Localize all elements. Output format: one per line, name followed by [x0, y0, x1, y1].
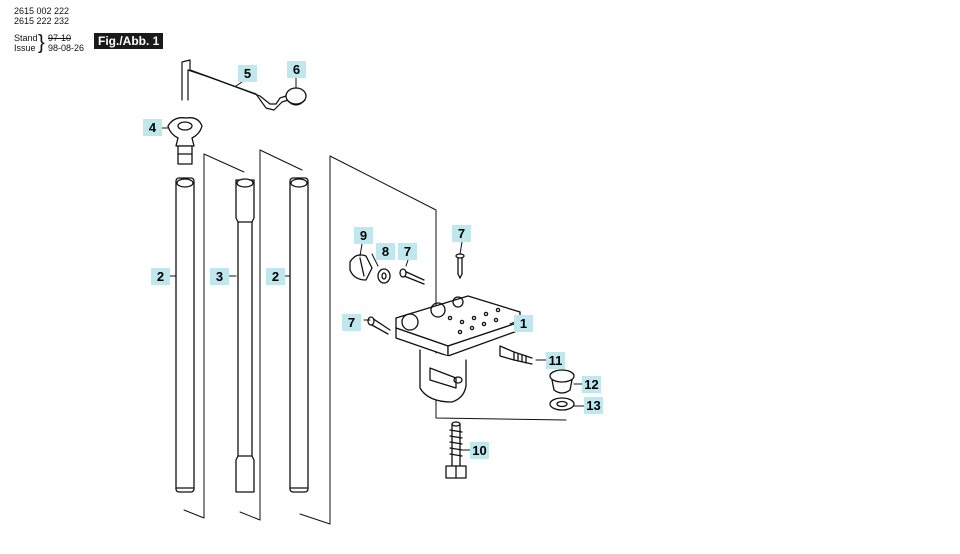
callout-7-top: 7 [398, 243, 417, 260]
callout-2-right: 2 [266, 268, 285, 285]
callout-5: 5 [238, 65, 257, 82]
bolt-part-10 [445, 421, 467, 479]
callout-12: 12 [582, 376, 601, 393]
leader-lines [157, 77, 587, 451]
callout-8: 8 [376, 243, 395, 260]
callout-7-right: 7 [452, 225, 471, 242]
knob-part-4 [167, 117, 203, 165]
bolt-part-11 [499, 345, 533, 365]
stand-label: Stand [14, 33, 38, 43]
callout-3: 3 [210, 268, 229, 285]
callout-13: 13 [584, 397, 603, 414]
part-number-2: 2615 222 232 [14, 16, 70, 26]
callout-4: 4 [143, 119, 162, 136]
callout-6: 6 [287, 61, 306, 78]
issue-label: Issue [14, 43, 36, 53]
base-plate-part-1 [395, 295, 521, 403]
washer-part-8 [377, 268, 391, 284]
revision-date: 98-08-26 [48, 43, 85, 53]
callout-2-left: 2 [151, 268, 170, 285]
screw-part-7-a [399, 268, 425, 285]
rod-part-2-right [289, 177, 309, 493]
callout-9: 9 [354, 227, 373, 244]
callout-11: 11 [546, 352, 565, 369]
brace-icon: } [38, 32, 45, 54]
revision-block: 97-10 98-08-26 [48, 33, 84, 53]
bent-rod-part-5 [181, 59, 289, 111]
screw-part-7-c [455, 253, 465, 279]
part-number-block: 2615 002 222 2615 222 232 [14, 6, 69, 26]
stand-issue-labels: Stand Issue [14, 33, 44, 53]
cap-part-6 [285, 87, 307, 106]
figure-tag: Fig./Abb. 1 [94, 33, 164, 49]
washer-part-13 [549, 397, 575, 411]
callout-7-left: 7 [342, 314, 361, 331]
rod-part-3 [235, 178, 255, 493]
revision-old: 97-10 [48, 33, 72, 43]
cap-part-12 [549, 369, 575, 394]
wing-nut-part-9 [349, 254, 373, 281]
callout-10: 10 [470, 442, 489, 459]
callout-1: 1 [514, 315, 533, 332]
screw-part-7-b [367, 316, 391, 335]
rod-part-2-left [175, 177, 195, 493]
part-number-1: 2615 002 222 [14, 6, 70, 16]
